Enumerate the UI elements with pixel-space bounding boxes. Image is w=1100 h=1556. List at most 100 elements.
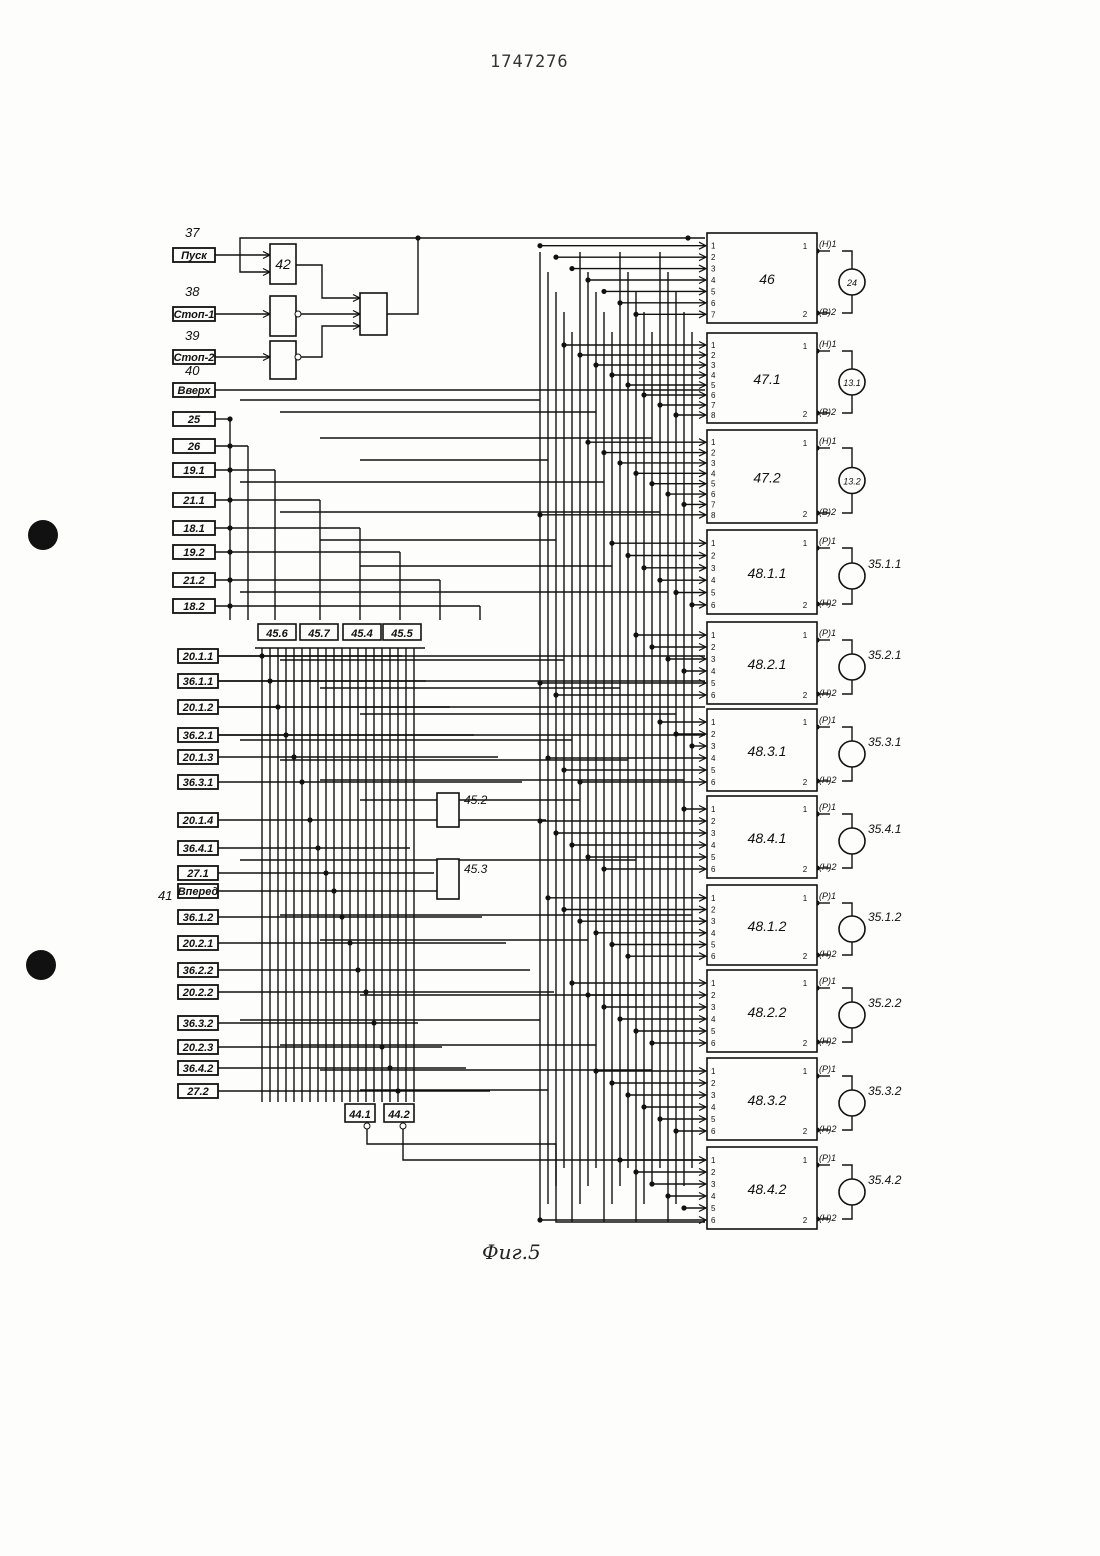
pin-number: 6	[711, 691, 716, 700]
junction-dot	[331, 888, 336, 893]
junction-dot	[227, 443, 232, 448]
input-terminal-36.2.2-label: 36.2.2	[183, 965, 214, 977]
load-label-inner: 13.1	[843, 378, 861, 388]
pin-number: 3	[711, 655, 716, 664]
junction-dot	[227, 416, 232, 421]
driver-out-1: 1	[803, 342, 808, 351]
load-wire	[842, 942, 852, 955]
driver-out-2: 2	[803, 1039, 808, 1048]
pin-number: 1	[711, 1156, 716, 1165]
pin-number: 3	[711, 564, 716, 573]
load-label-side: 35.2.1	[868, 648, 901, 662]
block-42-label: 42	[275, 256, 291, 272]
input-terminal-36.1.1-label: 36.1.1	[183, 676, 214, 688]
junction-dot	[545, 895, 550, 900]
load-label-side: 35.4.1	[868, 822, 901, 836]
driver-block-label-48.3.1: 48.3.1	[748, 743, 787, 759]
load-wire	[842, 395, 852, 413]
input-number-37: 37	[185, 225, 200, 240]
driver-out-2: 2	[803, 601, 808, 610]
junction-dot	[609, 1080, 614, 1085]
junction-dot	[681, 668, 686, 673]
driver-out-1: 1	[803, 718, 808, 727]
inverter-bubble	[364, 1123, 370, 1129]
output-terminal-2: (Н)2	[819, 598, 837, 608]
output-terminal-1: (Н)1	[819, 239, 837, 249]
output-terminal-1: (Р)1	[819, 976, 836, 986]
figure-caption: Фиг.5	[482, 1240, 541, 1264]
driver-out-1: 1	[803, 1067, 808, 1076]
junction-dot	[625, 382, 630, 387]
driver-block-label-48.2.2: 48.2.2	[748, 1004, 787, 1020]
junction-dot	[569, 842, 574, 847]
input-terminal-21.2-label: 21.2	[182, 575, 204, 587]
junction-dot	[553, 255, 558, 260]
driver-out-1: 1	[803, 979, 808, 988]
junction-dot	[347, 940, 352, 945]
pin-number: 5	[711, 679, 716, 688]
pin-number: 2	[711, 1168, 716, 1177]
gate-or	[360, 293, 387, 335]
driver-block-label-48.4.1: 48.4.1	[748, 830, 787, 846]
load-wire	[842, 1028, 852, 1042]
junction-dot	[227, 467, 232, 472]
junction-dot	[593, 930, 598, 935]
load-circle	[839, 916, 865, 942]
junction-dot	[593, 1068, 598, 1073]
output-terminal-2: (Н)2	[819, 1036, 837, 1046]
block-45.2-label: 45.2	[464, 793, 488, 807]
input-terminal-20.2.3-label: 20.2.3	[182, 1042, 214, 1054]
load-label-side: 35.3.2	[868, 1084, 902, 1098]
output-terminal-1: (Н)1	[819, 339, 837, 349]
junction-dot	[585, 277, 590, 282]
pin-number: 3	[711, 1180, 716, 1189]
block-label-45.7: 45.7	[307, 628, 330, 640]
output-terminal-1: (Р)1	[819, 628, 836, 638]
pin-number: 4	[711, 929, 716, 938]
load-label-side: 35.1.2	[868, 910, 902, 924]
pin-number: 2	[711, 817, 716, 826]
pin-number: 6	[711, 865, 716, 874]
junction-dot	[577, 352, 582, 357]
pin-number: 6	[711, 490, 716, 499]
output-terminal-2: (Н)2	[819, 1213, 837, 1223]
pin-number: 2	[711, 730, 716, 739]
input-terminal-36.2.1-label: 36.2.1	[183, 730, 214, 742]
load-wire	[842, 727, 852, 741]
wire	[387, 238, 418, 314]
pin-number: 6	[711, 1039, 716, 1048]
pin-number: 6	[711, 299, 716, 308]
junction-dot	[665, 656, 670, 661]
junction-dot	[371, 1020, 376, 1025]
junction-dot	[673, 731, 678, 736]
input-number-39: 39	[185, 328, 199, 343]
input-terminal-27.1-label: 27.1	[186, 868, 208, 880]
junction-dot	[323, 870, 328, 875]
load-wire	[842, 640, 852, 654]
junction-dot	[307, 817, 312, 822]
block-45.2	[437, 793, 459, 827]
input-terminal-18.1-label: 18.1	[183, 523, 204, 535]
input-terminal-36.1.2-label: 36.1.2	[183, 912, 214, 924]
inverter-bubble	[295, 354, 301, 360]
junction-dot	[577, 919, 582, 924]
load-label-side: 35.2.2	[868, 996, 902, 1010]
load-wire	[842, 814, 852, 828]
input-terminal-25-label: 25	[187, 414, 201, 426]
junction-dot	[593, 362, 598, 367]
output-terminal-2: (В)2	[819, 307, 836, 317]
input-terminal-20.1.4-label: 20.1.4	[182, 815, 214, 827]
driver-out-1: 1	[803, 242, 808, 251]
load-label-side: 35.4.2	[868, 1173, 902, 1187]
output-terminal-2: (Н)2	[819, 949, 837, 959]
pin-number: 1	[711, 894, 716, 903]
load-wire	[842, 988, 852, 1002]
driver-block-label-48.3.2: 48.3.2	[748, 1092, 787, 1108]
block-45.3	[437, 859, 459, 899]
input-terminal-36.4.1-label: 36.4.1	[183, 843, 214, 855]
pin-number: 6	[711, 1127, 716, 1136]
junction-dot	[395, 1088, 400, 1093]
junction-dot	[617, 1016, 622, 1021]
pin-number: 6	[711, 1216, 716, 1225]
